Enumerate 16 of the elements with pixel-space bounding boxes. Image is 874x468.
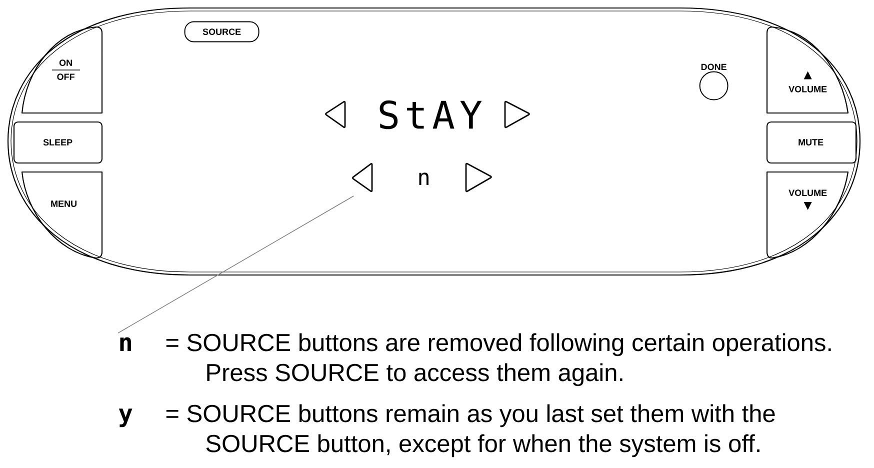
power-button: ON OFF <box>21 26 103 114</box>
legend-text: = SOURCE buttons remain as you last set them with the SOURCE button, except for when the system is off. <box>166 404 775 458</box>
mute-button: MUTE <box>766 121 857 164</box>
done-button: DONE <box>699 64 728 100</box>
volume-up-button: VOLUME <box>766 26 849 114</box>
node-label: DONE <box>701 64 726 70</box>
sleep-button: SLEEP <box>13 121 103 164</box>
display-text: StAY <box>380 100 482 130</box>
legend-symbol: y <box>118 408 132 428</box>
remote-panel <box>7 7 861 276</box>
legend-entry: n = SOURCE buttons are removed following certain operations. Press SOURCE to access them again. <box>120 333 831 386</box>
leader-line <box>118 196 354 334</box>
display-setting: n <box>419 172 428 185</box>
source-button: SOURCE <box>184 21 260 42</box>
volume-down-button: VOLUME <box>766 171 849 259</box>
menu-button: MENU <box>21 171 103 259</box>
